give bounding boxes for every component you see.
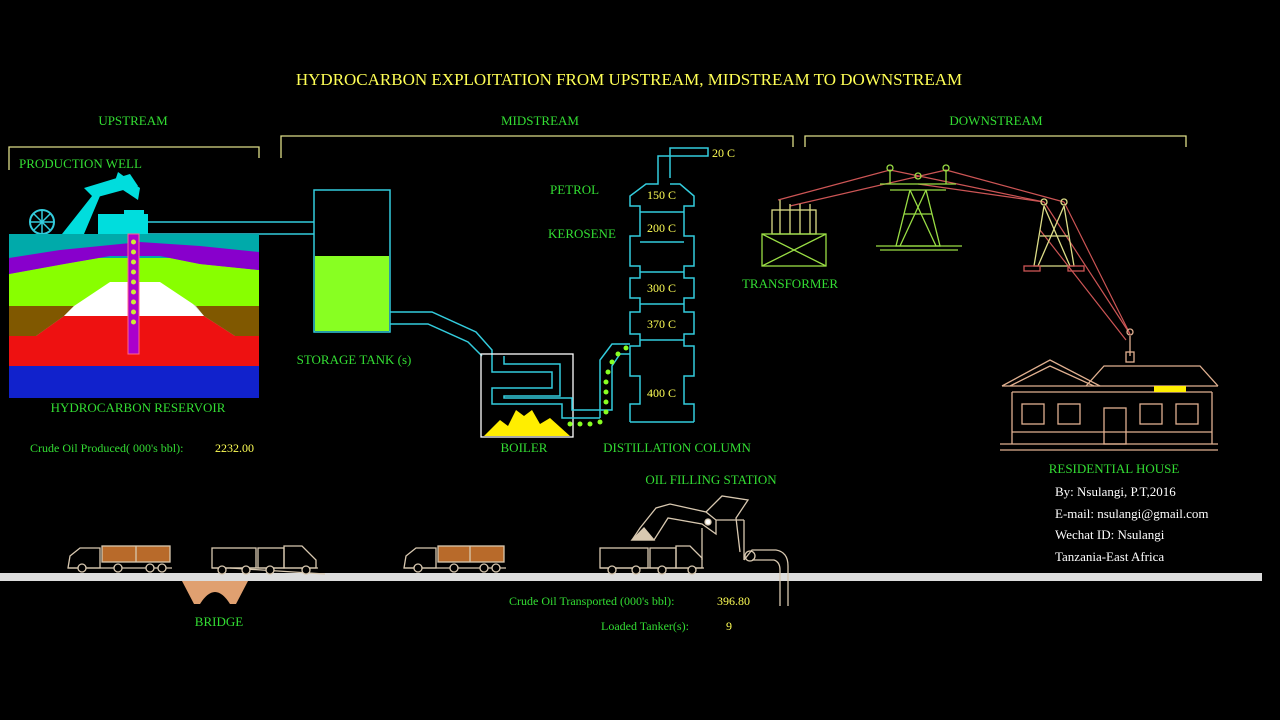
power-lines xyxy=(777,169,1131,341)
temp-400: 400 C xyxy=(647,386,676,400)
truck-icon-4 xyxy=(599,545,704,575)
crude-produced-label: Crude Oil Produced( 000's bbl): xyxy=(30,441,183,455)
tank-oil-level xyxy=(315,256,389,331)
credit-location: Tanzania-East Africa xyxy=(1055,549,1164,564)
crude-transported-value: 396.80 xyxy=(717,594,750,608)
transformer-label: TRANSFORMER xyxy=(742,276,838,291)
reservoir-label: HYDROCARBON RESERVOIR xyxy=(51,400,226,415)
reservoir-layer-water xyxy=(9,366,259,398)
loaded-tankers-value: 9 xyxy=(726,619,732,633)
tower-icon xyxy=(876,164,962,251)
truck-icon-3 xyxy=(403,545,506,573)
page-title: HYDROCARBON EXPLOITATION FROM UPSTREAM, … xyxy=(296,70,962,89)
section-brackets xyxy=(8,135,1187,170)
road xyxy=(0,573,1262,581)
pipe-boiler-to-column xyxy=(567,343,630,427)
midstream-bracket xyxy=(280,135,794,158)
storage-tank-label: STORAGE TANK (s) xyxy=(297,352,412,367)
temp-370: 370 C xyxy=(647,317,676,331)
pipe-well-to-tank xyxy=(148,221,314,235)
truck-icon xyxy=(67,545,172,573)
oil-filling-station-label: OIL FILLING STATION xyxy=(645,472,777,487)
residential-house-label: RESIDENTIAL HOUSE xyxy=(1049,461,1180,476)
credit-wechat: Wechat ID: Nsulangi xyxy=(1055,527,1165,542)
midstream-label: MIDSTREAM xyxy=(501,113,579,128)
reservoir-layer-brown xyxy=(9,306,74,336)
temp-300: 300 C xyxy=(647,281,676,295)
distillation-column xyxy=(629,147,709,423)
temp-20: 20 C xyxy=(712,146,735,160)
distillation-label: DISTILLATION COLUMN xyxy=(603,440,751,455)
transformer xyxy=(761,200,827,267)
truck-icon-2 xyxy=(211,545,326,575)
loaded-tankers-label: Loaded Tanker(s): xyxy=(601,619,689,633)
flame-icon xyxy=(484,410,570,436)
bridge-label: BRIDGE xyxy=(195,614,243,629)
petrol-label: PETROL xyxy=(550,182,599,197)
house-window-light xyxy=(1154,386,1186,392)
temp-150: 150 C xyxy=(647,188,676,202)
reservoir-layer-purple-2 xyxy=(9,242,259,274)
hydrocarbon-reservoir xyxy=(9,233,259,398)
bridge xyxy=(182,581,248,604)
upstream-label: UPSTREAM xyxy=(98,113,168,128)
boiler-label: BOILER xyxy=(501,440,548,455)
crude-produced-value: 2232.00 xyxy=(215,441,254,455)
production-well-label: PRODUCTION WELL xyxy=(19,156,142,171)
pump-jack-icon xyxy=(29,172,148,235)
credit-author: By: Nsulangi, P.T,2016 xyxy=(1055,484,1176,499)
credit-email: E-mail: nsulangi@gmail.com xyxy=(1055,506,1209,521)
boiler xyxy=(480,353,604,438)
temp-200: 200 C xyxy=(647,221,676,235)
kerosene-label: KEROSENE xyxy=(548,226,616,241)
upstream-bracket xyxy=(8,146,260,170)
oil-filling-station xyxy=(630,495,789,606)
downstream-label: DOWNSTREAM xyxy=(949,113,1043,128)
storage-tank xyxy=(313,189,391,333)
downstream-bracket xyxy=(804,135,1187,147)
crude-transported-label: Crude Oil Transported (000's bbl): xyxy=(509,594,675,608)
oil-droplets xyxy=(131,239,136,325)
tower-icon-2 xyxy=(1023,198,1085,272)
reservoir-layer-brown-right xyxy=(196,306,259,336)
house-icon xyxy=(1000,328,1219,451)
pipe-tank-to-boiler xyxy=(390,311,493,357)
